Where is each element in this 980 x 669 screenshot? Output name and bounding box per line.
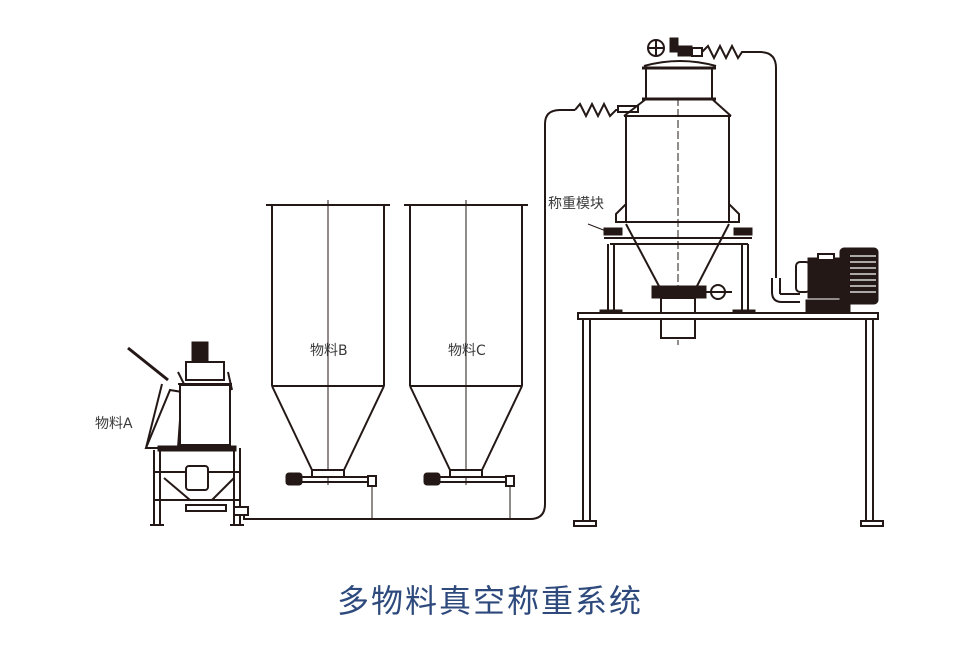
vacuum-valve [677,45,693,57]
mixer-motor [191,341,209,363]
platform-top [577,312,879,320]
mixer-material-a: 物料A [95,341,249,526]
vacuum-pump [771,247,879,313]
bracket-left [615,201,627,223]
pump-inlet-elbow [771,278,800,303]
gearbox [185,361,225,381]
pump-base [805,299,851,313]
bracket-right [728,201,740,223]
feeder-motor-c [423,472,441,486]
feeder-motor-b [285,472,303,486]
label-material-a: 物料A [95,416,133,432]
screen-hopper [163,477,235,501]
filter-lid [643,60,717,67]
support-platform [573,312,884,527]
label-material-b: 物料B [310,343,348,359]
label-material-c: 物料C [448,343,486,359]
platform-foot-left [573,520,597,527]
mixer-tank [179,384,231,446]
vacuum-weighing-hopper: 称重模块 [548,37,777,345]
conveying-pipe [244,109,575,520]
platform-foot-right [860,520,884,527]
flex-hose-vacuum [701,43,760,61]
label-weighing-module: 称重模块 [548,196,604,212]
leader-line [587,223,607,232]
vibration-motor [185,465,209,491]
solenoid-valve [669,37,679,53]
chute-support [145,383,163,449]
pump-motor [807,257,845,299]
load-cell-left [603,227,623,236]
silo-material-b: 物料B [266,200,390,519]
feed-chute-arm [127,346,169,382]
silo-material-c: 物料C [404,200,528,519]
vacuum-line [759,51,777,278]
feed-chute [144,388,184,449]
flex-hose-inlet [574,101,622,119]
load-cell-right [733,227,753,236]
mixer-top-plate [157,445,237,452]
discharge-outlet [185,504,227,512]
diagram-title: 多物料真空称重系统 [336,582,643,620]
